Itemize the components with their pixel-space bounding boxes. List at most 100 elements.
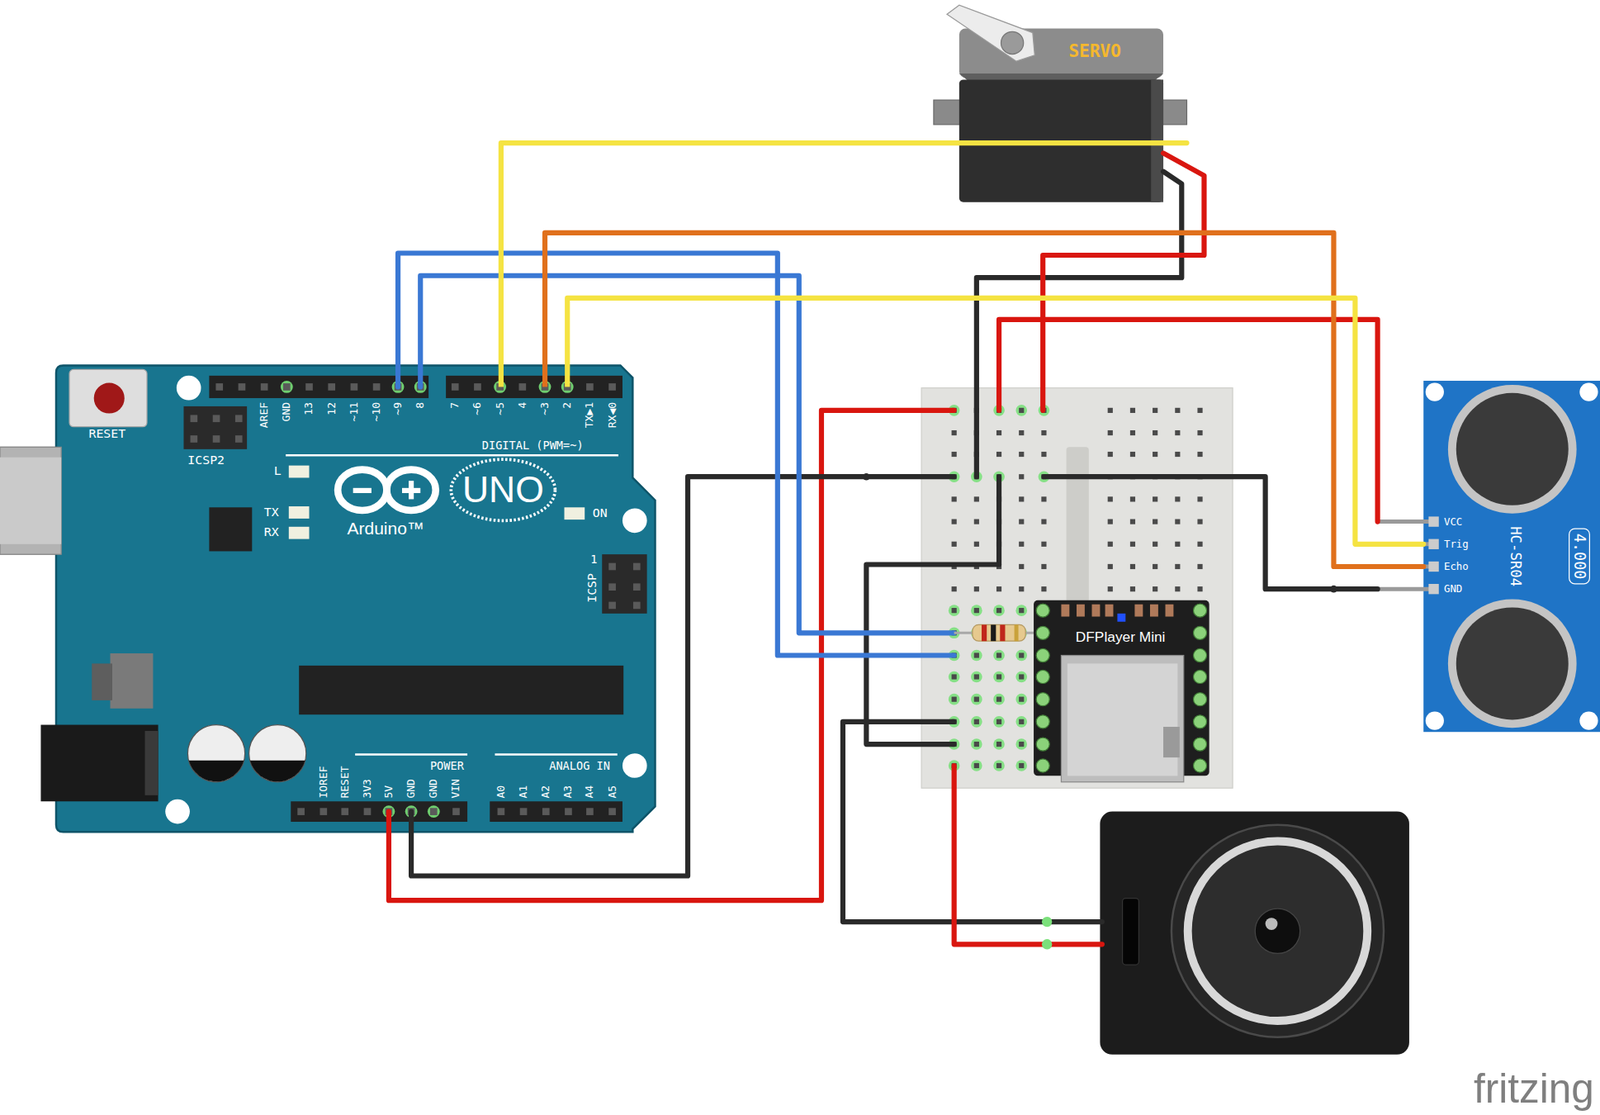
arduino-board [288, 506, 310, 519]
breadboard [970, 759, 983, 772]
breadboard [951, 430, 957, 436]
resistor-symbol [954, 624, 1044, 641]
arduino-board [260, 383, 269, 391]
breadboard [1018, 407, 1024, 413]
pin-label: RX◀0 [605, 402, 618, 428]
speaker-illustration [1171, 824, 1384, 1037]
breadboard [1041, 451, 1047, 457]
breadboard [974, 541, 980, 547]
dfplayer-illustration [1193, 692, 1208, 706]
arduino-board [622, 508, 648, 534]
breadboard [951, 607, 957, 613]
ultrasonic-illustration [1425, 710, 1444, 729]
arduino-board [353, 487, 372, 493]
arduino-board [497, 807, 506, 815]
breadboard [996, 762, 1002, 768]
breadboard [1015, 738, 1028, 750]
ultrasonic-illustration [1456, 606, 1569, 720]
resistor-symbol [999, 624, 1005, 641]
breadboard [948, 693, 961, 706]
arduino-board [340, 807, 349, 815]
breadboard [1107, 407, 1113, 413]
arduino-board [519, 383, 527, 391]
arduino-board [290, 800, 468, 822]
breadboard [993, 671, 1005, 683]
dfplayer-illustration [1163, 726, 1180, 758]
arduino-board [450, 459, 555, 521]
breadboard [974, 762, 980, 768]
speaker-illustration [1188, 840, 1369, 1021]
arduino-board [238, 383, 247, 391]
breadboard [1197, 563, 1203, 569]
arduino-board [56, 364, 656, 832]
dfplayer-illustration [1134, 604, 1143, 617]
breadboard [1041, 563, 1047, 569]
breadboard [1018, 473, 1024, 479]
arduino-board [0, 457, 62, 545]
breadboard [1018, 451, 1024, 457]
breadboard [1130, 430, 1136, 436]
breadboard [951, 696, 957, 702]
arduino-board [235, 435, 243, 443]
breadboard [1174, 451, 1180, 457]
arduino-board [235, 414, 243, 422]
breadboard [1018, 430, 1024, 436]
breadboard [1130, 541, 1136, 547]
dfplayer-illustration [1193, 648, 1208, 662]
ultrasonic-illustration [1377, 586, 1438, 592]
part-title: SERVO [1069, 41, 1122, 61]
signal-wire [544, 232, 1424, 567]
speaker-illustration [1099, 811, 1410, 1055]
breadboard [996, 451, 1002, 457]
pin-label: TX▶1 [583, 402, 596, 428]
breadboard [1018, 762, 1024, 768]
header-label: ICSP [586, 572, 600, 603]
ultrasonic-illustration [1448, 384, 1577, 514]
servo-illustration [1001, 31, 1024, 54]
breadboard [996, 673, 1002, 679]
arduino-board [40, 724, 158, 802]
arduino-board [305, 383, 313, 391]
wiring [1042, 152, 1204, 410]
breadboard [974, 741, 980, 747]
pin-label: RESET [339, 765, 351, 798]
breadboard [951, 586, 957, 592]
brand-name: Arduino™ [346, 520, 424, 540]
pin-label: ~11 [348, 402, 360, 422]
arduino-board [350, 383, 359, 391]
ultrasonic-illustration [1579, 710, 1598, 729]
dfplayer-illustration [1165, 604, 1174, 617]
led-label: ON [592, 506, 608, 521]
wire-junction [1330, 585, 1338, 593]
wiring [397, 253, 955, 656]
breadboard [1018, 741, 1024, 747]
board-label: RESET [88, 426, 126, 441]
pin-label: 13 [302, 402, 315, 416]
breadboard [970, 649, 983, 662]
arduino-board [187, 724, 245, 782]
breadboard [974, 519, 980, 525]
signal-wire [567, 298, 1424, 545]
breadboard [993, 649, 1005, 662]
breadboard [1041, 430, 1047, 436]
signal-wire [501, 142, 1188, 365]
led-label: L [274, 464, 282, 479]
breadboard [1174, 563, 1180, 569]
pin-label: 7 [449, 402, 461, 409]
breadboard [993, 693, 1005, 706]
breadboard [1174, 541, 1180, 547]
breadboard [951, 451, 957, 457]
ultrasonic-sensor: VCCTrigEchoGNDHC-SR044.000 [1423, 380, 1600, 732]
breadboard [951, 541, 957, 547]
arduino-board [190, 380, 641, 818]
breadboard [1018, 496, 1024, 502]
ultrasonic-illustration [1579, 382, 1598, 401]
arduino-board [430, 807, 438, 815]
breadboard [993, 738, 1005, 750]
wiring [1043, 476, 1378, 589]
arduino-board [91, 662, 113, 700]
pin-label: GND [280, 402, 293, 422]
breadboard [996, 607, 1002, 613]
breadboard [1018, 696, 1024, 702]
